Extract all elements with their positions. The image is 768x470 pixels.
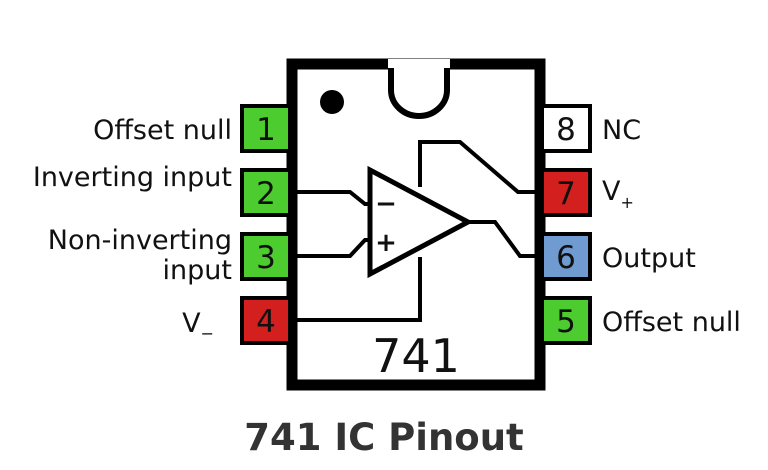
pin-5-label: Offset null xyxy=(602,307,741,338)
pin-3-label-line2: input xyxy=(163,255,232,286)
pin-1: 1 xyxy=(240,104,292,153)
pin-8: 8 xyxy=(540,104,592,153)
pin-4: 4 xyxy=(240,296,292,345)
pin-7: 7 xyxy=(540,168,592,217)
pin-2: 2 xyxy=(240,168,292,217)
pin-6-box xyxy=(540,232,592,281)
wire-output xyxy=(468,220,537,258)
pin-5-number: 5 xyxy=(556,304,576,340)
pin-4-label: V− xyxy=(182,308,214,343)
pin-4-label-sub: − xyxy=(201,324,214,343)
pin-5: 5 xyxy=(540,296,592,345)
diagram-caption: 741 IC Pinout xyxy=(244,416,524,459)
opamp-minus-sign: − xyxy=(375,189,397,219)
pin-2-label: Inverting input xyxy=(33,162,232,193)
pin-6: 6 xyxy=(540,232,592,281)
pin-3: 3 xyxy=(240,232,292,281)
pin-7-label-sub: + xyxy=(620,193,633,212)
chip-notch-opening xyxy=(388,59,450,68)
pin-5-box xyxy=(540,296,592,345)
pin-3-number: 3 xyxy=(256,240,276,276)
opamp-plus-sign: + xyxy=(375,228,397,258)
pin-4-number: 4 xyxy=(256,304,276,340)
pin-4-label-main: V xyxy=(182,308,201,339)
pin-8-box xyxy=(540,104,592,153)
pin-2-box xyxy=(240,168,292,217)
pin-8-number: 8 xyxy=(556,112,576,148)
pin-3-box xyxy=(240,232,292,281)
wire-v-minus xyxy=(294,257,422,322)
pin-4-box xyxy=(240,296,292,345)
wire-v-plus xyxy=(418,140,537,194)
pin-3-label-line1: Non-inverting xyxy=(48,225,232,256)
chip-name: 741 xyxy=(372,329,460,383)
pin-7-number: 7 xyxy=(556,176,576,212)
opamp-triangle xyxy=(367,165,474,279)
pin-6-number: 6 xyxy=(556,240,576,276)
pin-1-box xyxy=(240,104,292,153)
pin-7-box xyxy=(540,168,592,217)
pin-6-label: Output xyxy=(602,243,696,274)
pin-7-label-main: V xyxy=(602,176,621,207)
pin-7-label: V+ xyxy=(602,176,634,212)
pin1-indicator-dot xyxy=(320,90,344,114)
pin-8-label: NC xyxy=(602,115,641,146)
internal-wiring xyxy=(294,140,537,322)
pin-1-number: 1 xyxy=(256,112,276,148)
chip-notch xyxy=(388,59,450,119)
pin-1-label: Offset null xyxy=(93,115,232,146)
pin-2-number: 2 xyxy=(256,176,276,212)
